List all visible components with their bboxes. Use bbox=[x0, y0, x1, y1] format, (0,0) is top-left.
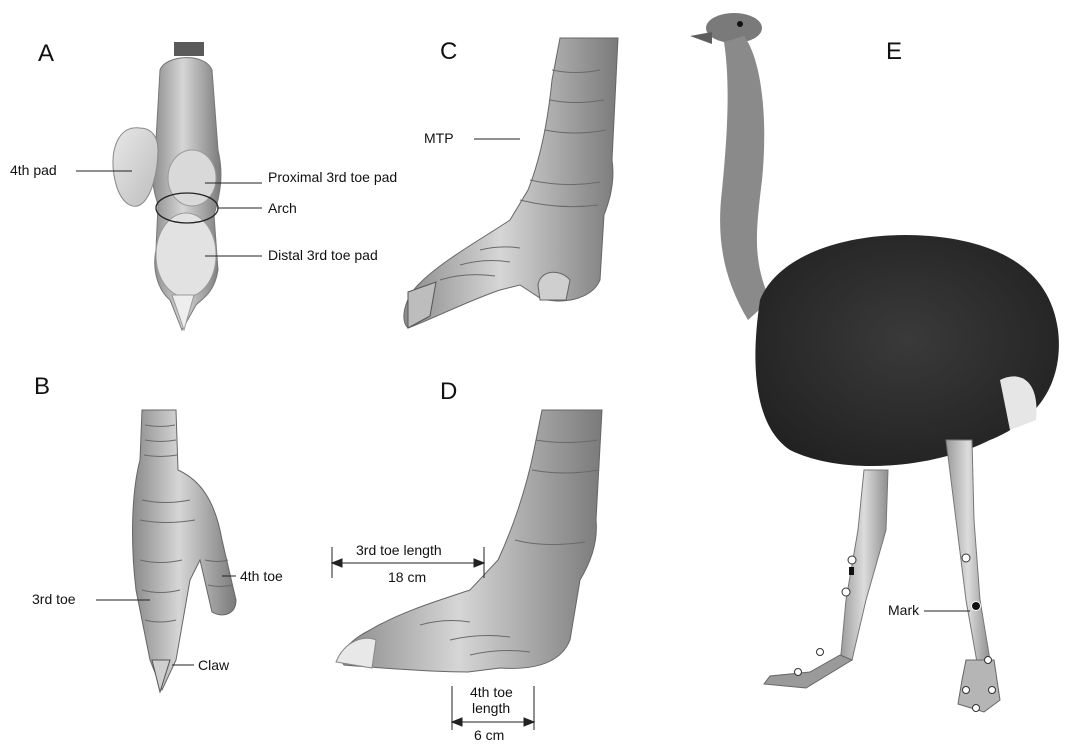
label-4th-toe-length-value: 6 cm bbox=[474, 727, 504, 743]
label-mark: Mark bbox=[888, 602, 919, 618]
label-4th-toe-length-line1: 4th toe bbox=[470, 684, 513, 700]
panel-b-foot-illustration bbox=[133, 410, 236, 692]
black-marker bbox=[849, 567, 854, 575]
panel-letter-e: E bbox=[886, 38, 902, 66]
label-distal-3rd-toe-pad: Distal 3rd toe pad bbox=[268, 247, 378, 263]
panel-e-ostrich-illustration bbox=[690, 13, 1059, 712]
panel-letter-c: C bbox=[440, 38, 457, 66]
label-4th-toe-length-line2: length bbox=[472, 700, 510, 716]
panel-letter-a: A bbox=[38, 40, 54, 68]
panel-d-foot-illustration bbox=[336, 410, 602, 672]
label-3rd-toe-length: 3rd toe length bbox=[356, 542, 442, 558]
label-proximal-3rd-toe-pad: Proximal 3rd toe pad bbox=[268, 169, 397, 185]
panel-letter-b: B bbox=[34, 373, 50, 401]
label-3rd-toe: 3rd toe bbox=[32, 591, 76, 607]
mark-marker bbox=[972, 602, 981, 611]
panel-letter-d: D bbox=[440, 378, 457, 406]
panel-a-foot-illustration bbox=[113, 42, 221, 330]
label-4th-pad: 4th pad bbox=[10, 162, 57, 178]
label-4th-toe: 4th toe bbox=[240, 568, 283, 584]
label-arch: Arch bbox=[268, 200, 297, 216]
label-3rd-toe-length-value: 18 cm bbox=[388, 569, 426, 585]
label-mtp: MTP bbox=[424, 130, 454, 146]
label-claw: Claw bbox=[198, 657, 229, 673]
panel-c-foot-illustration bbox=[404, 38, 618, 328]
